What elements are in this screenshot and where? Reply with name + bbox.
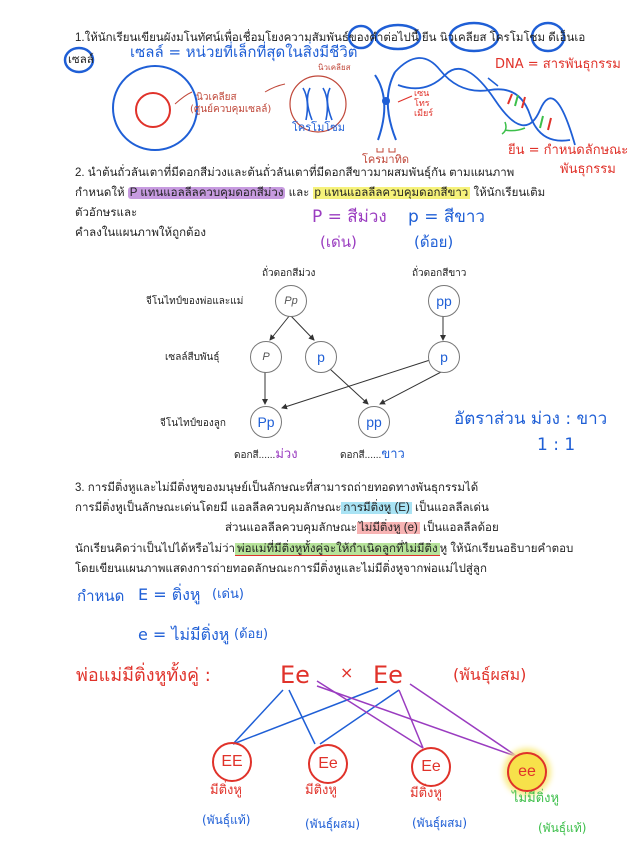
child-type-1: (พันธุ์แท้): [202, 813, 251, 827]
centromere-label: เซนโทรเมียร์: [414, 89, 434, 119]
define-label: กำหนด: [77, 587, 125, 605]
term-dna: ดีเอ็นเอ: [548, 32, 586, 44]
q2-line2: กำหนดให้ P แทนแอลลีลควบคุมดอกสีม่วง และ …: [75, 186, 545, 200]
dna-definition-text: DNA = สารพันธุกรรม: [495, 57, 621, 72]
highlight-question: พ่อแม่ที่มีติ่งหูทั้งคู่จะให้กำเนิดลูกที…: [234, 543, 440, 556]
q3-line2-b: เป็นแอลลีลเด่น: [411, 502, 489, 514]
parents-type: (พันธุ์ผสม): [453, 665, 527, 684]
highlight-p: p แทนแอลลีลควบคุมดอกสีขาว: [312, 187, 471, 199]
gamete-1: P: [250, 341, 282, 373]
e-type: (ด้อย): [234, 627, 269, 642]
allele-lines-dominant: [232, 687, 400, 745]
term-cell: เซลล์: [68, 54, 94, 66]
child-phenotype-4: ไม่มีติ่งหู: [512, 791, 560, 806]
chromosome-label: โครโมโซม: [292, 121, 345, 134]
gene-definition: ยีน = กำหนดลักษณะ: [508, 143, 629, 158]
allele-lines-recessive: [316, 680, 519, 758]
q2-line4: คำลงในแผนภาพให้ถูกต้อง: [75, 227, 207, 239]
q3-line3-a: ส่วนแอลลีลควบคุมลักษณะ: [225, 522, 357, 534]
q2-line2-b: และ: [288, 187, 310, 199]
child-phenotype-3: มีติ่งหู: [410, 786, 442, 801]
q3-line4-b: หู ให้นักเรียนอธิบายคำตอบ: [439, 543, 574, 555]
child2-color-answer: ขาว: [381, 446, 405, 461]
highlight-E: การมีติ่งหู (E): [341, 502, 412, 514]
q2-line3: ตัวอักษรและ: [75, 207, 138, 219]
cross-arrows: [262, 314, 446, 410]
ratio-value: 1 : 1: [537, 435, 576, 455]
q3-line2-a: การมีติ่งหูเป็นลักษณะเด่นโดยมี แอลลีลควบ…: [75, 502, 342, 514]
child-type-3: (พันธุ์ผสม): [412, 816, 468, 830]
child2-color: ดอกสี......ขาว: [340, 443, 405, 464]
term-gene: ยีน: [421, 32, 437, 44]
cell-drawing: [112, 65, 198, 151]
child-type-4: (พันธุ์แท้): [538, 821, 587, 835]
cell-definition: เซลล์ = หน่วยที่เล็กที่สุดในสิ่งมีชีวิต: [130, 43, 358, 61]
E-definition: E = ติ่งหู: [138, 585, 201, 604]
gamete-2: p: [305, 341, 337, 373]
term-chromosome: โครโมโซม: [489, 32, 546, 44]
q3-line4-a: นักเรียนคิดว่าเป็นไปได้หรือไม่ว่า: [75, 543, 235, 555]
P-definition: P = สีม่วง: [312, 207, 387, 227]
nucleus-description: (ศูนย์ควบคุมเซลล์): [190, 104, 272, 115]
centromere-dot: [382, 97, 390, 105]
q1-prompt-text: 1.ให้นักเรียนเขียนผังมโนทัศน์เพื่อเชื่อม…: [75, 32, 419, 44]
q2-line2-a: กำหนดให้: [75, 187, 125, 199]
highlight-e: ไม่มีติ่งหู (e): [356, 522, 420, 534]
q3-line4: นักเรียนคิดว่าเป็นไปได้หรือไม่ว่าพ่อแม่ท…: [75, 542, 573, 556]
color-prefix: ดอกสี......: [234, 450, 276, 461]
gene-definition-2: พันธุกรรม: [560, 162, 616, 177]
nucleus-drawing: [135, 92, 171, 128]
child-genotype-2: Ee: [308, 744, 348, 784]
child1-color: ดอกสี......ม่วง: [234, 443, 298, 464]
dna-definition: DNA = สารพันธุกรรม: [495, 57, 621, 72]
cross-symbol: ×: [340, 663, 354, 682]
child1-color-answer: ม่วง: [275, 446, 298, 461]
q3-line3-b: เป็นแอลลีลด้อย: [419, 522, 499, 534]
nucleus-label: นิวเคลียส: [196, 92, 237, 103]
p-definition: p = สีขาว: [408, 207, 485, 227]
child-genotype-1: EE: [212, 742, 252, 782]
dna-helix-drawing: [394, 57, 576, 146]
child-phenotype-1: มีติ่งหู: [210, 783, 242, 798]
q3-line1: 3. การมีติ่งหูและไม่มีติ่งหูของมนุษย์เป็…: [75, 482, 479, 494]
gamete-3: p: [428, 341, 460, 373]
parent2-genotype-Ee: Ee: [373, 661, 403, 689]
q3-line5: โดยเขียนแผนภาพแสดงการถ่ายทอดลักษณะการมีต…: [75, 563, 487, 575]
chromatid-label: โครมาทิด: [362, 153, 409, 166]
row-offspring-label: จีโนไทป์ของลูก: [160, 418, 226, 429]
q3-line2: การมีติ่งหูเป็นลักษณะเด่นโดยมี แอลลีลควบ…: [75, 501, 489, 515]
parent2-title: ถั่วดอกสีขาว: [412, 268, 467, 279]
child2-genotype: pp: [358, 406, 390, 438]
nucleus-with-chromosomes: [289, 75, 347, 133]
color-prefix: ดอกสี......: [340, 450, 382, 461]
child-genotype-3: Ee: [411, 747, 451, 787]
e-definition: e = ไม่มีติ่งหู: [138, 625, 230, 644]
row-gametes-label: เซลล์สืบพันธุ์: [165, 352, 220, 363]
q3-line3: ส่วนแอลลีลควบคุมลักษณะไม่มีติ่งหู (e) เป…: [225, 521, 499, 535]
chromosome-drawing: [374, 71, 397, 141]
highlight-P: P แทนแอลลีลควบคุมดอกสีม่วง: [127, 187, 286, 199]
row-parents-label: จีโนไทป์ของพ่อและแม่: [146, 296, 244, 307]
child-phenotype-2: มีติ่งหู: [305, 783, 337, 798]
E-type: (เด่น): [212, 587, 244, 602]
q2-line2-c: ให้นักเรียนเติม: [473, 187, 546, 199]
ratio-label: อัตราส่วน ม่วง : ขาว: [454, 409, 608, 429]
term-circles: [63, 21, 566, 74]
parent1-genotype: Pp: [275, 285, 307, 317]
parent2-genotype: pp: [428, 285, 460, 317]
child-genotype-4: ee: [507, 752, 547, 792]
q2-line1: 2. นำต้นถั่วลันเตาที่มีดอกสีม่วงและต้นถั…: [75, 167, 515, 179]
P-type: (เด่น): [320, 233, 357, 251]
child-type-2: (พันธุ์ผสม): [305, 817, 361, 831]
nucleus-small-label: นิวเคลียส: [318, 63, 351, 72]
term-nucleus: นิวเคลียส: [439, 32, 487, 44]
parent1-title: ถั่วดอกสีม่วง: [262, 268, 316, 279]
parent1-genotype-Ee: Ee: [280, 661, 310, 689]
p-type: (ด้อย): [414, 233, 454, 251]
chromosome-pair-drawing: [302, 87, 333, 121]
child1-genotype: Pp: [250, 406, 282, 438]
q1-prompt: 1.ให้นักเรียนเขียนผังมโนทัศน์เพื่อเชื่อม…: [75, 31, 585, 45]
parents-label: พ่อแม่มีติ่งหูทั้งคู่ :: [76, 665, 211, 686]
